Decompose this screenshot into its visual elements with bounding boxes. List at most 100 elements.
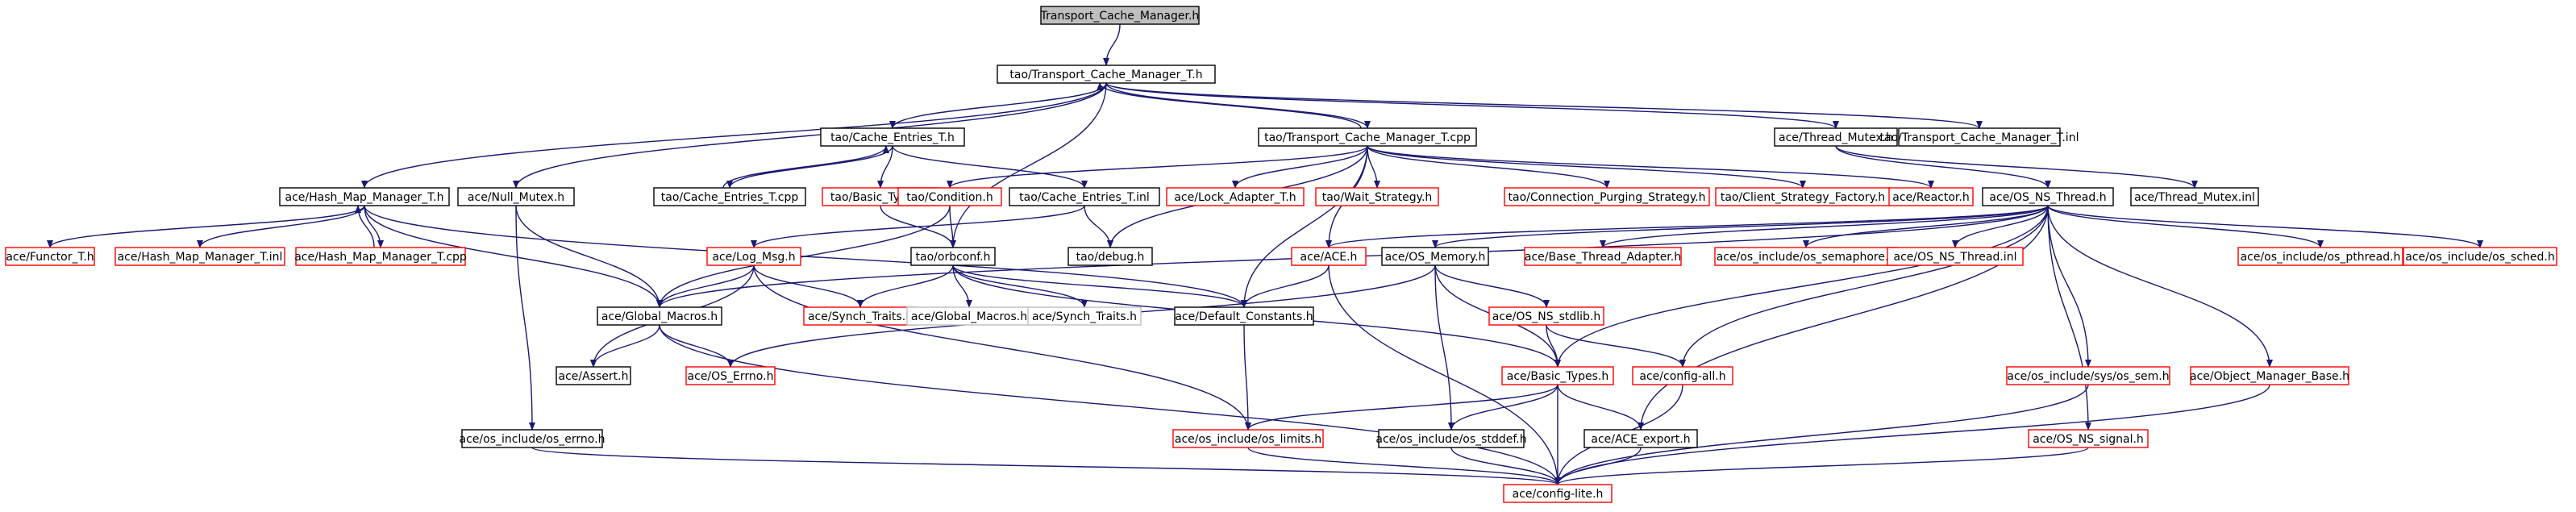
node-box (1172, 429, 1324, 448)
node-n15[interactable]: tao/Client_Strategy_Factory.h (1715, 187, 1891, 206)
node-n6[interactable]: ace/Hash_Map_Manager_T.h (279, 187, 450, 206)
node-n17[interactable]: ace/OS_NS_Thread.h (1982, 187, 2114, 206)
node-n3[interactable]: tao/Transport_Cache_Manager_T.cpp (1258, 127, 1477, 147)
node-label: ace/os_include/os_limits.h (1175, 433, 1321, 446)
node-n29[interactable]: ace/OS_NS_Thread.inl (1887, 247, 2024, 266)
node-n46[interactable]: ace/os_include/os_stddef.h (1375, 429, 1527, 448)
edge-n48-n49 (1554, 447, 2089, 485)
node-box (1898, 127, 2061, 147)
node-n47[interactable]: ace/ACE_export.h (1583, 429, 1698, 448)
node-n40[interactable]: ace/Basic_Types.h (1501, 366, 1614, 385)
node-label: ace/config-lite.h (1513, 488, 1604, 501)
node-n23[interactable]: tao/orbconf.h (910, 247, 996, 266)
node-box (1632, 366, 1733, 385)
node-box (653, 187, 806, 206)
edge-n11-n24 (1084, 205, 1113, 248)
node-n34[interactable]: ace/Global_Macros.h (906, 306, 1032, 326)
node-n13[interactable]: tao/Wait_Strategy.h (1315, 187, 1439, 206)
node-label: ace/Hash_Map_Manager_T.h (285, 191, 443, 204)
node-n21[interactable]: ace/Hash_Map_Manager_T.cpp (294, 247, 467, 266)
node-label: ace/Synch_Traits.h (808, 310, 913, 323)
node-n24[interactable]: tao/debug.h (1067, 247, 1153, 266)
node-label: tao/Client_Strategy_Factory.h (1721, 191, 1885, 204)
node-n33[interactable]: ace/Synch_Traits.h (803, 306, 918, 326)
node-n38[interactable]: ace/Assert.h (556, 366, 631, 385)
node-n0[interactable]: Transport_Cache_Manager.h (1040, 6, 1200, 25)
node-label: ace/Basic_Types.h (1507, 370, 1608, 383)
edge-n3-n36 (1241, 145, 1368, 308)
node-label: ace/Assert.h (559, 370, 629, 383)
edge-n17-n31 (2047, 205, 2483, 248)
node-n25[interactable]: ace/ACE.h (1291, 247, 1367, 266)
edge-n17-n25 (1325, 205, 2049, 248)
node-n39[interactable]: ace/OS_Errno.h (685, 366, 776, 385)
node-n7[interactable]: ace/Null_Mutex.h (457, 187, 575, 206)
edge-n17-n29 (1952, 205, 2049, 248)
node-label: ace/os_include/os_errno.h (460, 433, 606, 446)
node-box (2130, 187, 2259, 206)
edge-n6-n20 (197, 205, 365, 248)
node-n4[interactable]: ace/Thread_Mutex.h (1774, 127, 1898, 147)
node-label: ace/OS_Errno.h (688, 370, 774, 383)
node-n44[interactable]: ace/os_include/os_errno.h (460, 429, 606, 448)
node-n37[interactable]: ace/OS_NS_stdlib.h (1488, 306, 1604, 326)
node-n31[interactable]: ace/os_include/os_sched.h (2403, 247, 2557, 266)
node-n41[interactable]: ace/config-all.h (1632, 366, 1733, 385)
node-n45[interactable]: ace/os_include/os_limits.h (1172, 429, 1324, 448)
node-n28[interactable]: ace/os_include/os_semaphore.h (1714, 247, 1898, 266)
node-label: ace/ACE_export.h (1591, 433, 1690, 446)
node-label: ace/Global_Macros.h (911, 310, 1027, 323)
edge-n17-n42 (2047, 205, 2091, 368)
node-n19[interactable]: ace/Functor_T.h (5, 247, 95, 266)
nodes-layer: Transport_Cache_Manager.h tao/Transport_C… (5, 6, 2557, 503)
node-box (461, 429, 603, 448)
edge-n17-n43 (2047, 205, 2273, 368)
edge-n1-n6 (361, 82, 1107, 189)
node-n30[interactable]: ace/os_include/os_pthread.h (2237, 247, 2403, 266)
edge-n37-n40 (1546, 324, 1561, 368)
edge-n46-n49 (1450, 447, 1561, 485)
node-box (2190, 366, 2349, 385)
edge-n17-n27 (1600, 205, 2049, 248)
node-n5[interactable]: tao/Transport_Cache_Manager_T.inl (1880, 127, 2079, 147)
node-n48[interactable]: ace/OS_NS_signal.h (2028, 429, 2149, 448)
node-n27[interactable]: ace/Base_Thread_Adapter.h (1524, 247, 1682, 266)
node-box (1501, 366, 1614, 385)
edge-n23-n36 (952, 264, 1247, 308)
node-n42[interactable]: ace/os_include/sys/os_sem.h (2006, 366, 2170, 385)
node-label: tao/Cache_Entries_T.inl (1019, 191, 1150, 204)
node-n22[interactable]: ace/Log_Msg.h (706, 247, 801, 266)
node-n36[interactable]: ace/Default_Constants.h (1174, 306, 1314, 326)
node-label: ace/Functor_T.h (6, 251, 94, 264)
node-label: ace/OS_NS_Thread.inl (1894, 251, 2017, 264)
node-n10[interactable]: tao/Condition.h (897, 187, 1002, 206)
node-label: ace/Base_Thread_Adapter.h (1525, 251, 1681, 264)
node-label: ace/Thread_Mutex.h (1779, 131, 1893, 144)
node-label: Transport_Cache_Manager.h (1040, 10, 1200, 23)
node-n8[interactable]: tao/Cache_Entries_T.cpp (653, 187, 806, 206)
node-label: tao/Condition.h (906, 191, 993, 204)
edge-n17-n26 (1432, 205, 2049, 248)
node-n14[interactable]: tao/Connection_Purging_Strategy.h (1504, 187, 1710, 206)
node-n49[interactable]: ace/config-lite.h (1503, 484, 1613, 503)
node-n16[interactable]: ace/Reactor.h (1888, 187, 1974, 206)
node-n43[interactable]: ace/Object_Manager_Base.h (2190, 366, 2349, 385)
node-n1[interactable]: tao/Transport_Cache_Manager_T.h (997, 65, 1216, 84)
node-label: ace/os_include/os_semaphore.h (1717, 251, 1896, 264)
node-n2[interactable]: tao/Cache_Entries_T.h (820, 127, 965, 147)
node-n11[interactable]: tao/Cache_Entries_T.inl (1009, 187, 1160, 206)
node-n18[interactable]: ace/Thread_Mutex.inl (2130, 187, 2259, 206)
node-n26[interactable]: ace/OS_Memory.h (1381, 247, 1489, 266)
edge-n23-n33 (857, 264, 954, 308)
node-n35[interactable]: ace/Synch_Traits.h (1027, 306, 1142, 326)
node-n32[interactable]: ace/Global_Macros.h (597, 306, 722, 326)
edge-n1-n4 (1105, 82, 1839, 129)
edge-n47-n49 (1554, 447, 1642, 485)
edge-n17-n30 (2047, 205, 2324, 248)
node-n20[interactable]: ace/Hash_Map_Manager_T.inl (114, 247, 285, 266)
node-label: ace/os_include/sys/os_sem.h (2007, 370, 2169, 383)
edge-n42-n49 (1554, 384, 2089, 485)
node-n12[interactable]: ace/Lock_Adapter_T.h (1166, 187, 1305, 206)
node-label: tao/Connection_Purging_Strategy.h (1509, 191, 1706, 204)
node-box (1067, 247, 1153, 266)
